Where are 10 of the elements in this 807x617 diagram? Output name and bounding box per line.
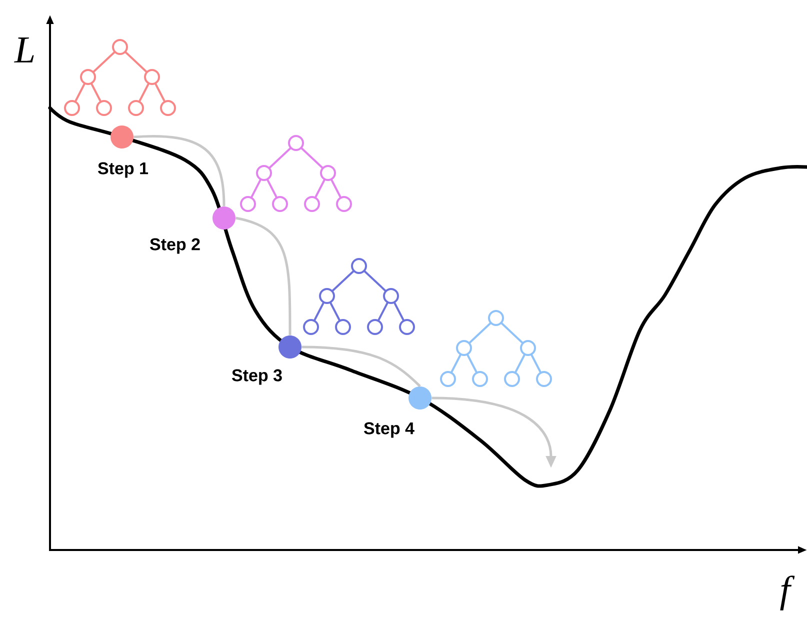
step-label: Step 1 (98, 162, 148, 178)
step-point (110, 126, 134, 148)
axis-label: L (14, 38, 34, 62)
axis-label: f (780, 576, 795, 610)
step-point (408, 386, 432, 410)
step-point (278, 336, 302, 358)
step-label: Step 2 (150, 238, 200, 254)
step-point (212, 206, 236, 230)
step-label: Step 4 (364, 422, 414, 438)
step-label: Step 3 (232, 369, 282, 385)
